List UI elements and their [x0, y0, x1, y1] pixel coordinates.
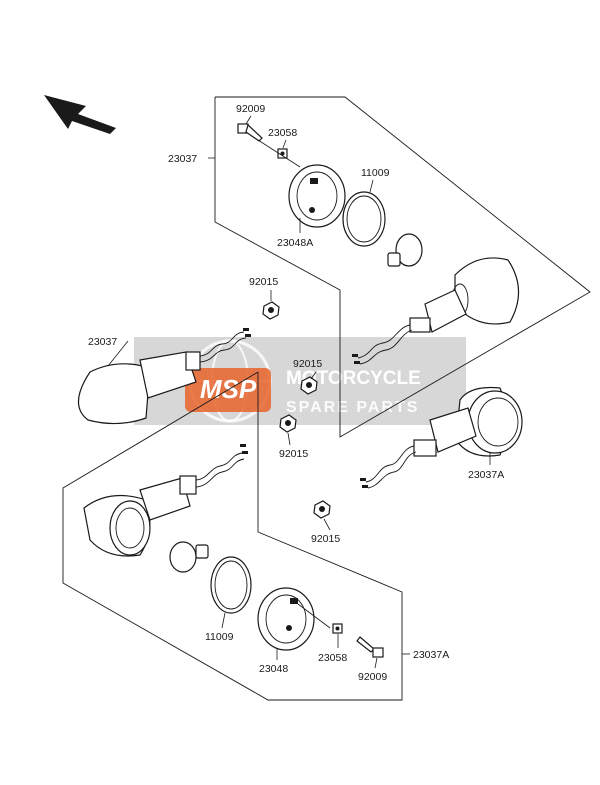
label-bottom-nut: 23058	[318, 652, 347, 664]
label-nut-center: 92015	[293, 358, 322, 370]
label-bottom-assembly: 23037A	[413, 649, 449, 661]
housing-part	[288, 164, 346, 228]
nut-part	[332, 623, 343, 634]
watermark-line2: SPARE PARTS	[286, 399, 419, 416]
top-assembly-frame	[214, 96, 591, 438]
nut-part	[277, 148, 288, 159]
label-nut-right-lower: 92015	[311, 533, 340, 545]
label-nut-center-lower: 92015	[279, 448, 308, 460]
watermark-logo: MSP	[200, 374, 257, 404]
label-top-assembly: 23037	[168, 153, 197, 165]
signal-body-top	[352, 257, 520, 365]
screw-part	[237, 123, 263, 142]
label-nut-upper-left: 92015	[249, 276, 278, 288]
label-right-signal: 23037A	[468, 469, 504, 481]
front-arrow-icon	[44, 95, 116, 134]
label-bottom-lens: 11009	[205, 631, 234, 643]
nut-part	[300, 376, 318, 395]
signal-body-left	[77, 328, 251, 425]
watermark: MSP MOTORCYCLE SPARE PARTS	[134, 337, 466, 425]
housing-part	[257, 587, 315, 651]
watermark-line1: MOTORCYCLE	[286, 368, 421, 389]
label-top-screw: 92009	[236, 103, 265, 115]
screw-part	[356, 636, 384, 658]
label-left-signal: 23037	[88, 336, 117, 348]
lens-ring-part	[342, 191, 386, 247]
signal-body-right	[360, 386, 523, 489]
nut-part	[279, 414, 297, 433]
label-bottom-screw: 92009	[358, 671, 387, 683]
bulb-part	[169, 541, 209, 573]
lens-ring-part	[210, 556, 252, 614]
label-bottom-housing: 23048	[259, 663, 288, 675]
nut-part	[262, 301, 280, 320]
label-top-housing: 23048A	[277, 237, 313, 249]
label-top-lens: 11009	[361, 167, 390, 179]
bottom-assembly-frame	[62, 371, 403, 701]
signal-body-bottom	[83, 444, 248, 557]
bulb-part	[387, 233, 423, 267]
nut-part	[313, 500, 331, 519]
label-top-nut: 23058	[268, 127, 297, 139]
